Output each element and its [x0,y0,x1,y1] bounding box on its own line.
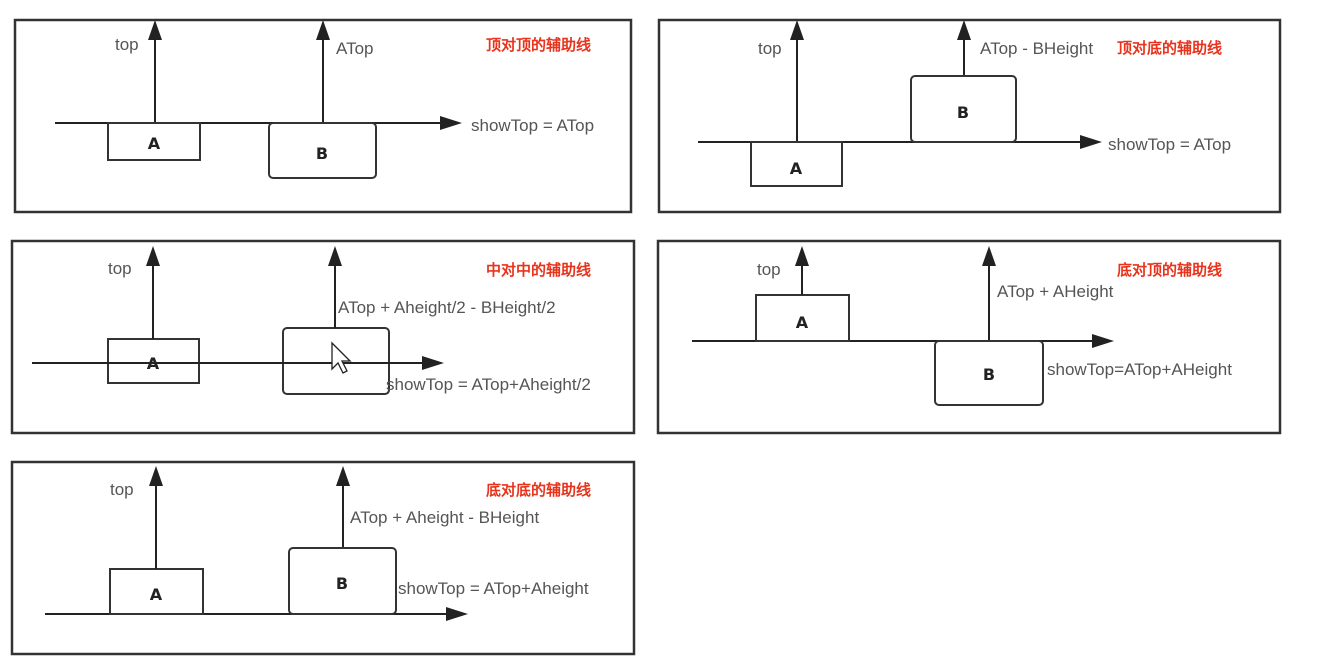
arrow-up-icon [316,20,330,40]
box-a-label: A [150,585,163,604]
panel-title: 中对中的辅助线 [486,261,591,279]
panel-title: 底对顶的辅助线 [1117,261,1222,279]
arrow-up-icon [328,246,342,266]
box-a [109,568,204,615]
arrow-right-icon [1092,334,1114,348]
panel-bottom-to-top: 底对顶的辅助线 A B top ATop + AHeight showTop=A… [656,239,1282,435]
arrow-up-icon [795,246,809,266]
upper-label: ATop + Aheight/2 - BHeight/2 [338,298,556,317]
panel-center-to-center: 中对中的辅助线 A top ATop + Aheight/2 - BHeight… [10,239,636,435]
show-top-label: showTop = ATop [1108,135,1231,154]
upper-label: ATop [336,39,374,58]
box-a [107,338,200,384]
arrow-right-icon [446,607,468,621]
top-label: top [108,259,132,278]
box-b-label: B [336,574,348,593]
arrow-up-icon [336,466,350,486]
box-a [750,141,843,187]
box-a-label: A [147,354,160,373]
box-b [288,547,397,615]
upper-label: ATop + Aheight - BHeight [350,508,539,527]
arrow-right-icon [440,116,462,130]
box-b-label: B [316,144,328,163]
box-b [934,340,1044,406]
arrow-up-icon [790,20,804,40]
show-top-label: showTop = ATop+Aheight/2 [386,375,591,394]
upper-label: ATop - BHeight [980,39,1093,58]
top-label: top [758,39,782,58]
show-top-label: showTop = ATop+Aheight [398,579,589,598]
box-a-label: A [790,159,803,178]
top-label: top [110,480,134,499]
panel-top-to-bottom: 顶对底的辅助线 A B top ATop - BHeight showTop =… [657,18,1282,214]
panel-title: 顶对底的辅助线 [1117,39,1222,57]
panel-title: 底对底的辅助线 [486,481,591,499]
panel-bottom-to-bottom: 底对底的辅助线 A B top ATop + Aheight - BHeight… [10,460,636,656]
box-b-label: B [957,103,969,122]
arrow-up-icon [982,246,996,266]
box-b [268,122,377,179]
arrow-up-icon [149,466,163,486]
mouse-cursor-icon [331,341,352,374]
show-top-label: showTop = ATop [471,116,594,135]
arrow-up-icon [146,246,160,266]
panel-title: 顶对顶的辅助线 [486,36,591,54]
upper-label: ATop + AHeight [997,282,1114,301]
box-b [910,75,1017,143]
box-a-label: A [148,134,161,153]
box-a-label: A [796,313,809,332]
arrow-up-icon [148,20,162,40]
top-label: top [757,260,781,279]
arrow-up-icon [957,20,971,40]
box-a [107,122,201,161]
top-label: top [115,35,139,54]
arrow-right-icon [422,356,444,370]
box-b-label: B [983,365,995,384]
panel-top-to-top: 顶对顶的辅助线 A B top ATop showTop = ATop [13,18,633,214]
show-top-label: showTop=ATop+AHeight [1047,360,1232,379]
arrow-right-icon [1080,135,1102,149]
